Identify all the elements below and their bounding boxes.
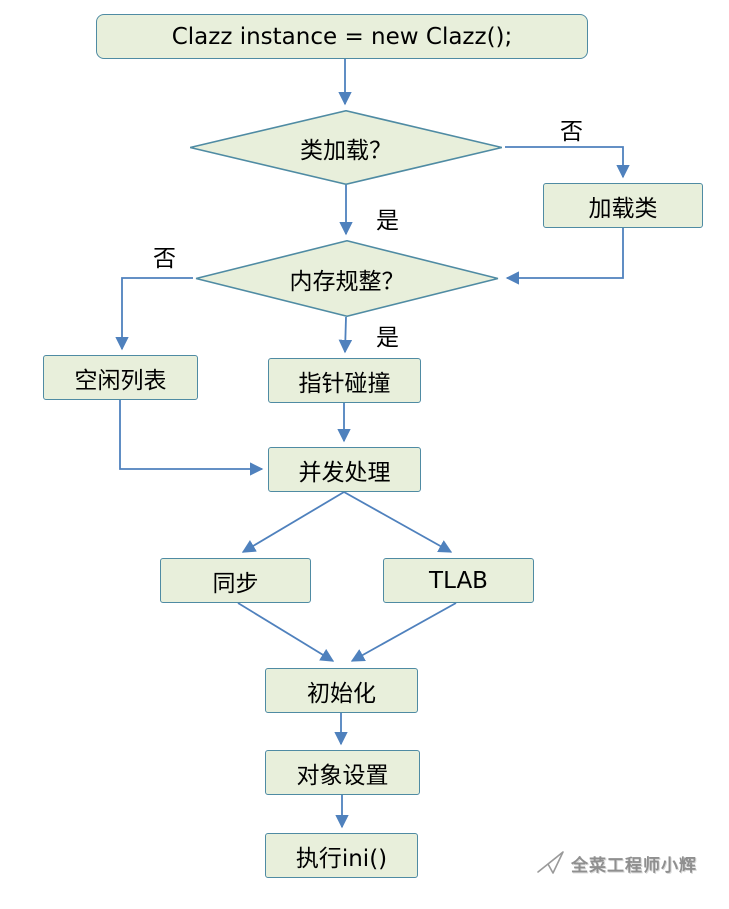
diamond-shape [193, 240, 501, 317]
edge-freelist-to-concurrent [119, 400, 264, 476]
diamond-shape [187, 110, 505, 185]
node-exec-ini: 执行ini() [265, 833, 418, 878]
edge-label-memory-yes: 是 [376, 325, 399, 351]
node-init-label: 初始化 [307, 680, 376, 707]
watermark-plane-icon [537, 851, 564, 874]
node-init: 初始化 [265, 668, 418, 713]
node-pointer-bump-label: 指针碰撞 [298, 370, 391, 397]
node-load-class-label: 加载类 [588, 195, 658, 222]
decision-memory-regular-label: 内存规整？ [289, 268, 405, 295]
edge-sync-to-init [237, 602, 335, 662]
edge-loadclass-to-memory [505, 228, 624, 285]
edge-tlab-to-init [350, 602, 457, 662]
edge-concurrent-to-sync [241, 491, 345, 553]
node-start: Clazz instance = new Clazz(); [96, 14, 588, 59]
edge-label-memory-no: 否 [153, 246, 176, 272]
edge-concurrent-to-tlab [343, 491, 453, 553]
decision-class-loaded: 类加载？ [187, 110, 505, 185]
edge-memory-yes-to-pointerbump [338, 316, 353, 354]
node-start-label: Clazz instance = new Clazz(); [171, 23, 513, 50]
node-free-list: 空闲列表 [43, 355, 198, 400]
node-pointer-bump: 指针碰撞 [268, 358, 421, 403]
watermark-text: 全菜工程师小辉 [571, 855, 697, 876]
node-free-list-label: 空闲列表 [74, 367, 167, 394]
edge-label-class-loaded-yes: 是 [376, 208, 399, 234]
node-load-class: 加载类 [543, 183, 703, 228]
node-tlab: TLAB [383, 558, 534, 603]
edge-memory-no-to-freelist [115, 277, 193, 351]
node-sync: 同步 [160, 558, 311, 603]
decision-memory-regular: 内存规整？ [193, 240, 501, 317]
node-concurrent: 并发处理 [268, 447, 421, 492]
node-sync-label: 同步 [212, 570, 259, 597]
edge-classloaded-no-to-loadclass [505, 146, 630, 179]
node-object-setup-label: 对象设置 [296, 762, 389, 789]
watermark: 全菜工程师小辉 [536, 849, 697, 877]
edge-label-class-loaded-no: 否 [560, 119, 583, 145]
decision-class-loaded-label: 类加载？ [300, 137, 392, 164]
node-concurrent-label: 并发处理 [298, 459, 391, 486]
node-exec-ini-label: 执行ini() [295, 845, 388, 872]
node-object-setup: 对象设置 [265, 750, 420, 795]
node-tlab-label: TLAB [429, 567, 488, 594]
